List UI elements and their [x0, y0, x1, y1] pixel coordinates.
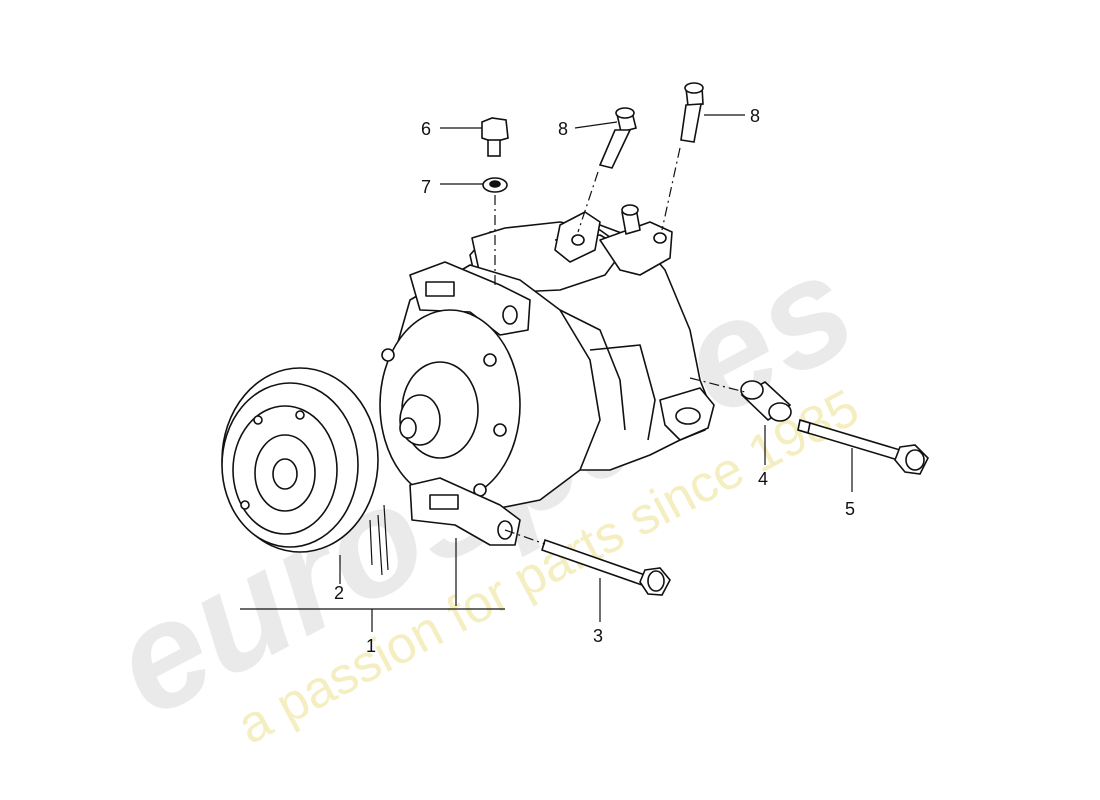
socket-screw-8a: [598, 107, 637, 169]
clutch-pulley: [221, 367, 389, 576]
socket-screw-8b: [680, 82, 704, 143]
callout-1: 1: [366, 636, 376, 656]
callout-8b: 8: [750, 106, 760, 126]
center-lines: [494, 147, 746, 545]
callout-6: 6: [421, 119, 431, 139]
compressor-body: [379, 204, 715, 546]
spacer-sleeve: [740, 380, 792, 422]
long-bolt-5: [797, 418, 929, 475]
callout-3: 3: [593, 626, 603, 646]
washer-7: [482, 177, 508, 193]
hex-bolt-6: [481, 117, 509, 157]
long-bolt-3: [541, 538, 671, 596]
callout-7: 7: [421, 177, 431, 197]
callout-4: 4: [758, 469, 768, 489]
leader-lines: [240, 114, 853, 632]
callouts: 1 2 3 4 5 6 7 8 8: [334, 106, 855, 656]
callout-5: 5: [845, 499, 855, 519]
callout-2: 2: [334, 583, 344, 603]
callout-8a: 8: [558, 119, 568, 139]
